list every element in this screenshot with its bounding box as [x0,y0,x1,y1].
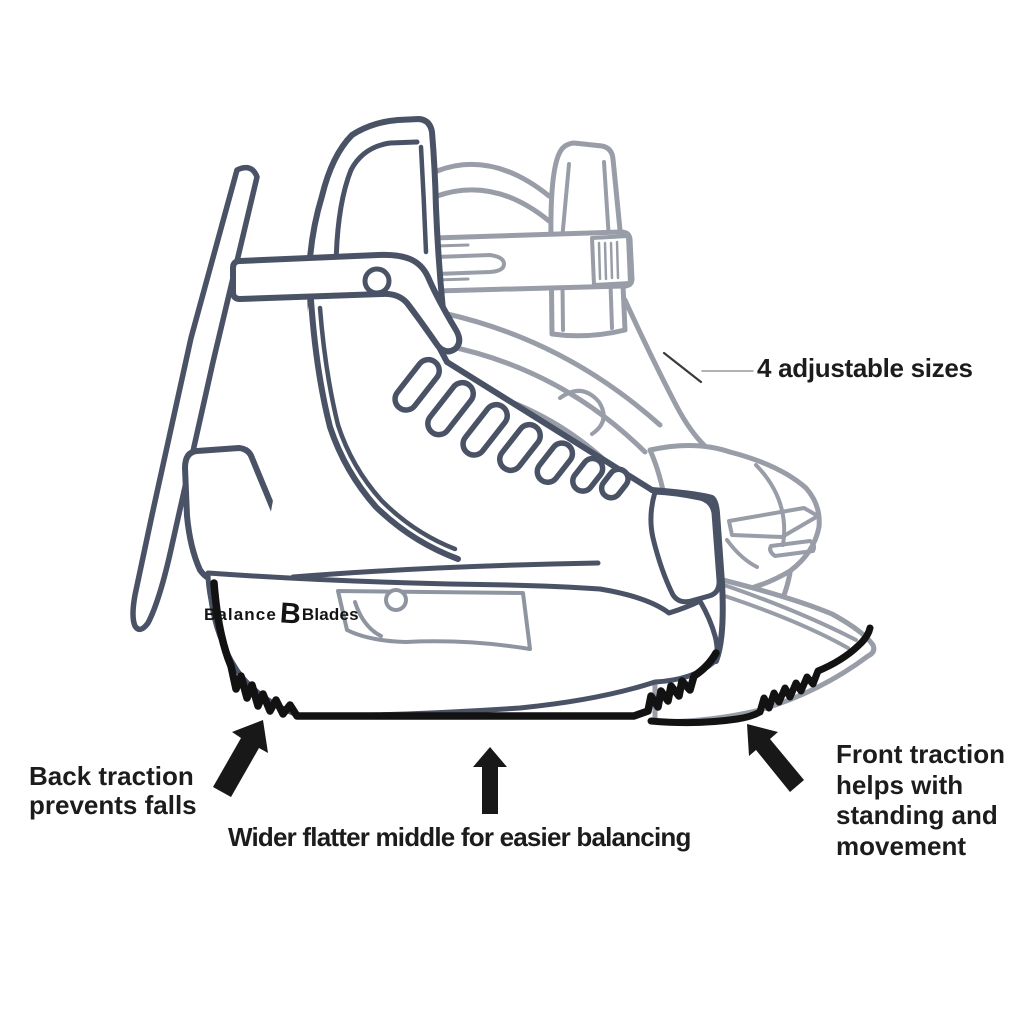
brand-logo: Balance B Blades [204,597,359,631]
label-back-traction-line1: Back traction [29,761,194,791]
arrow-up-icon [473,747,507,814]
label-middle-balance: Wider flatter middle for easier balancin… [228,822,691,852]
brand-word-left: Balance [204,604,277,624]
lace-loops [392,356,631,501]
brand-word-right: Blades [301,604,359,624]
arrow-up-left-icon [747,724,804,792]
leader-line [662,351,754,384]
label-adjustable-sizes: 4 adjustable sizes [757,353,973,383]
traction-outline [210,579,874,727]
label-back-traction: Back traction prevents falls [29,762,197,820]
arrow-up-right-icon [213,720,268,797]
label-back-traction-line2: prevents falls [29,790,197,820]
front-skate-drawing [130,116,726,719]
label-front-traction-line4: movement [836,830,967,861]
label-front-traction-line2: helps with [836,769,964,800]
label-front-traction-line1: Front traction [836,739,1005,769]
brand-monogram-icon: B [278,597,302,631]
traction-front-cover [210,579,720,720]
label-front-traction: Front traction helps with standing and m… [836,739,1005,861]
label-front-traction-line3: standing and [836,800,998,830]
traction-back-cover [647,624,874,727]
